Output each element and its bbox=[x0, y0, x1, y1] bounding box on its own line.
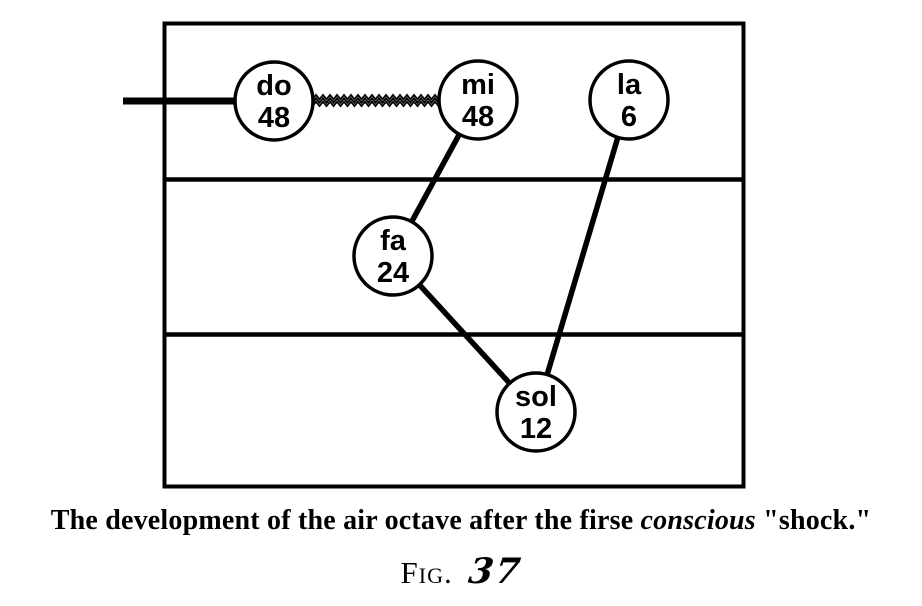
node-note-label-mi: mi bbox=[461, 69, 495, 101]
node-circle-mi bbox=[437, 59, 519, 141]
figure-number: 37 bbox=[465, 551, 525, 592]
node-note-label-sol: sol bbox=[515, 381, 557, 413]
node-value-label-mi: 48 bbox=[462, 101, 494, 133]
node-la: la6 bbox=[588, 59, 670, 141]
node-value-label-la: 6 bbox=[621, 101, 637, 133]
caption-emphasis: conscious bbox=[640, 505, 756, 536]
figure-number-line: Fig. 37 bbox=[0, 551, 922, 592]
node-note-label-fa: fa bbox=[380, 225, 407, 257]
edge-la-sol bbox=[533, 99, 632, 413]
node-circle-sol bbox=[495, 371, 577, 453]
node-note-label-do: do bbox=[256, 70, 291, 102]
octave-frame bbox=[162, 21, 746, 489]
node-note-label-la: la bbox=[617, 69, 642, 101]
figure-caption: The development of the air octave after … bbox=[0, 505, 922, 537]
node-circle-fa bbox=[352, 215, 434, 297]
node-value-label-sol: 12 bbox=[520, 413, 552, 445]
caption-text-suffix: "shock." bbox=[755, 505, 872, 536]
node-value-label-do: 48 bbox=[258, 102, 290, 134]
figure-label: Fig. bbox=[400, 555, 453, 590]
caption-text-prefix: The development of the air octave after … bbox=[50, 505, 641, 536]
node-circle-do bbox=[233, 60, 315, 142]
node-circle-la bbox=[588, 59, 670, 141]
node-value-label-fa: 24 bbox=[377, 257, 409, 289]
